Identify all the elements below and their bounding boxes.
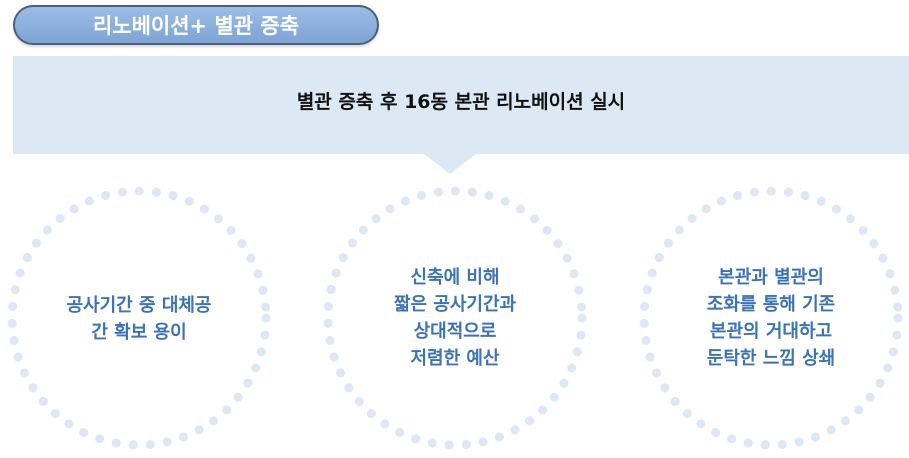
circle-1-line-1: 공사기간 중 대체공 [66,295,212,316]
section-title: 리노베이션+ 별관 증축 [92,14,300,38]
circle-3-line-1: 본관과 별관의 [718,267,824,288]
circle-3-line-3: 본관의 거대하고 [709,321,833,342]
circle-3-line-4: 둔탁한 느낌 상쇄 [706,348,836,369]
circle-text-1: 공사기간 중 대체공 간 확보 용이 [29,292,249,346]
banner-pointer [424,154,476,174]
dotted-circle-3 [639,186,903,450]
circle-text-2: 신축에 비해 짧은 공사기간과 상대적으로 저렴한 예산 [345,264,565,372]
circle-2-line-3: 상대적으로 [413,321,497,342]
circle-2-line-2: 짧은 공사기간과 [393,294,517,315]
banner-text: 별관 증축 후 16동 본관 리노베이션 실시 [296,90,626,113]
circle-3-line-2: 조화를 통해 기존 [706,294,836,315]
circle-2-line-1: 신축에 비해 [410,267,500,288]
dotted-circle-1 [7,186,271,450]
circle-2-line-4: 저렴한 예산 [410,348,500,369]
section-title-pill: 리노베이션+ 별관 증축 [13,5,379,45]
dotted-circle-2 [323,186,587,450]
circle-text-3: 본관과 별관의 조화를 통해 기존 본관의 거대하고 둔탁한 느낌 상쇄 [661,264,881,372]
summary-banner: 별관 증축 후 16동 본관 리노베이션 실시 [13,56,909,154]
circle-1-line-2: 간 확보 용이 [91,322,187,343]
